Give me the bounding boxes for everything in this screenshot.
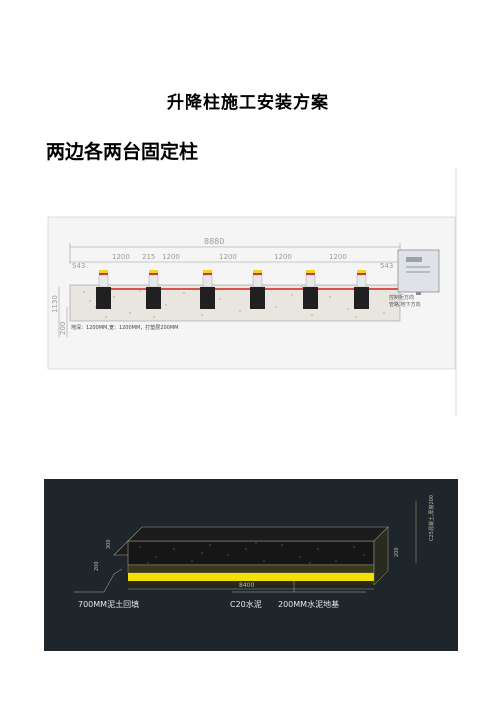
dimension-segment-6: 1200 [274,253,292,261]
dimension-segment-3: 215 [142,253,155,261]
dimension-left-bottom: 200 [94,561,100,571]
dimension-segment-4: 1200 [162,253,180,261]
dimension-height-200: 200 [59,322,67,335]
dimension-length: 8400 [239,582,254,589]
dimension-right-note: C25混凝土,厚度200 [428,495,435,541]
bollard-4 [250,270,265,309]
cabinet-direction-label: 控制柜方向 [389,294,414,301]
bollard-2 [146,270,161,309]
dimension-left-top: 300 [106,539,112,549]
dimension-height-1130: 1130 [51,295,59,313]
dimension-segment-5: 1200 [219,253,237,261]
base-label: 200MM水泥地基 [278,599,339,609]
pipe-direction-label: 管路,地下方向 [389,301,421,308]
trench-spec-note: 地深：1200MM,宽：1200MM，打垫层200MM [71,324,178,331]
soil-layer [127,564,375,574]
concrete-label: C20水泥 [230,599,262,609]
dimension-segment-2: 1200 [112,253,130,261]
dimension-segment-1: 543 [72,262,85,270]
bollard-3 [200,270,215,309]
dimension-total-length: 8880 [204,237,224,246]
dimension-right: 200 [394,547,400,557]
control-cabinet [397,249,440,295]
bollard-layout-drawing: 8880 543 1200 215 1200 1200 1200 1200 54… [44,167,459,417]
dimension-segment-7: 1200 [329,253,347,261]
section-heading: 两边各两台固定柱 [46,141,199,163]
backfill-label: 700MM泥土回填 [78,599,139,609]
bollard-1 [96,270,111,309]
page-title: 升降柱施工安装方案 [167,93,329,113]
bollard-6 [354,270,369,309]
foundation-section-drawing: 8400 300 200 200 C25混凝土,厚度200 700MM泥土回填 … [44,479,458,651]
foundation-trench [69,284,401,322]
bollard-5 [303,270,318,309]
backfill-layer [127,540,375,566]
concrete-base-layer [128,573,374,581]
dimension-segment-8: 543 [380,262,393,270]
